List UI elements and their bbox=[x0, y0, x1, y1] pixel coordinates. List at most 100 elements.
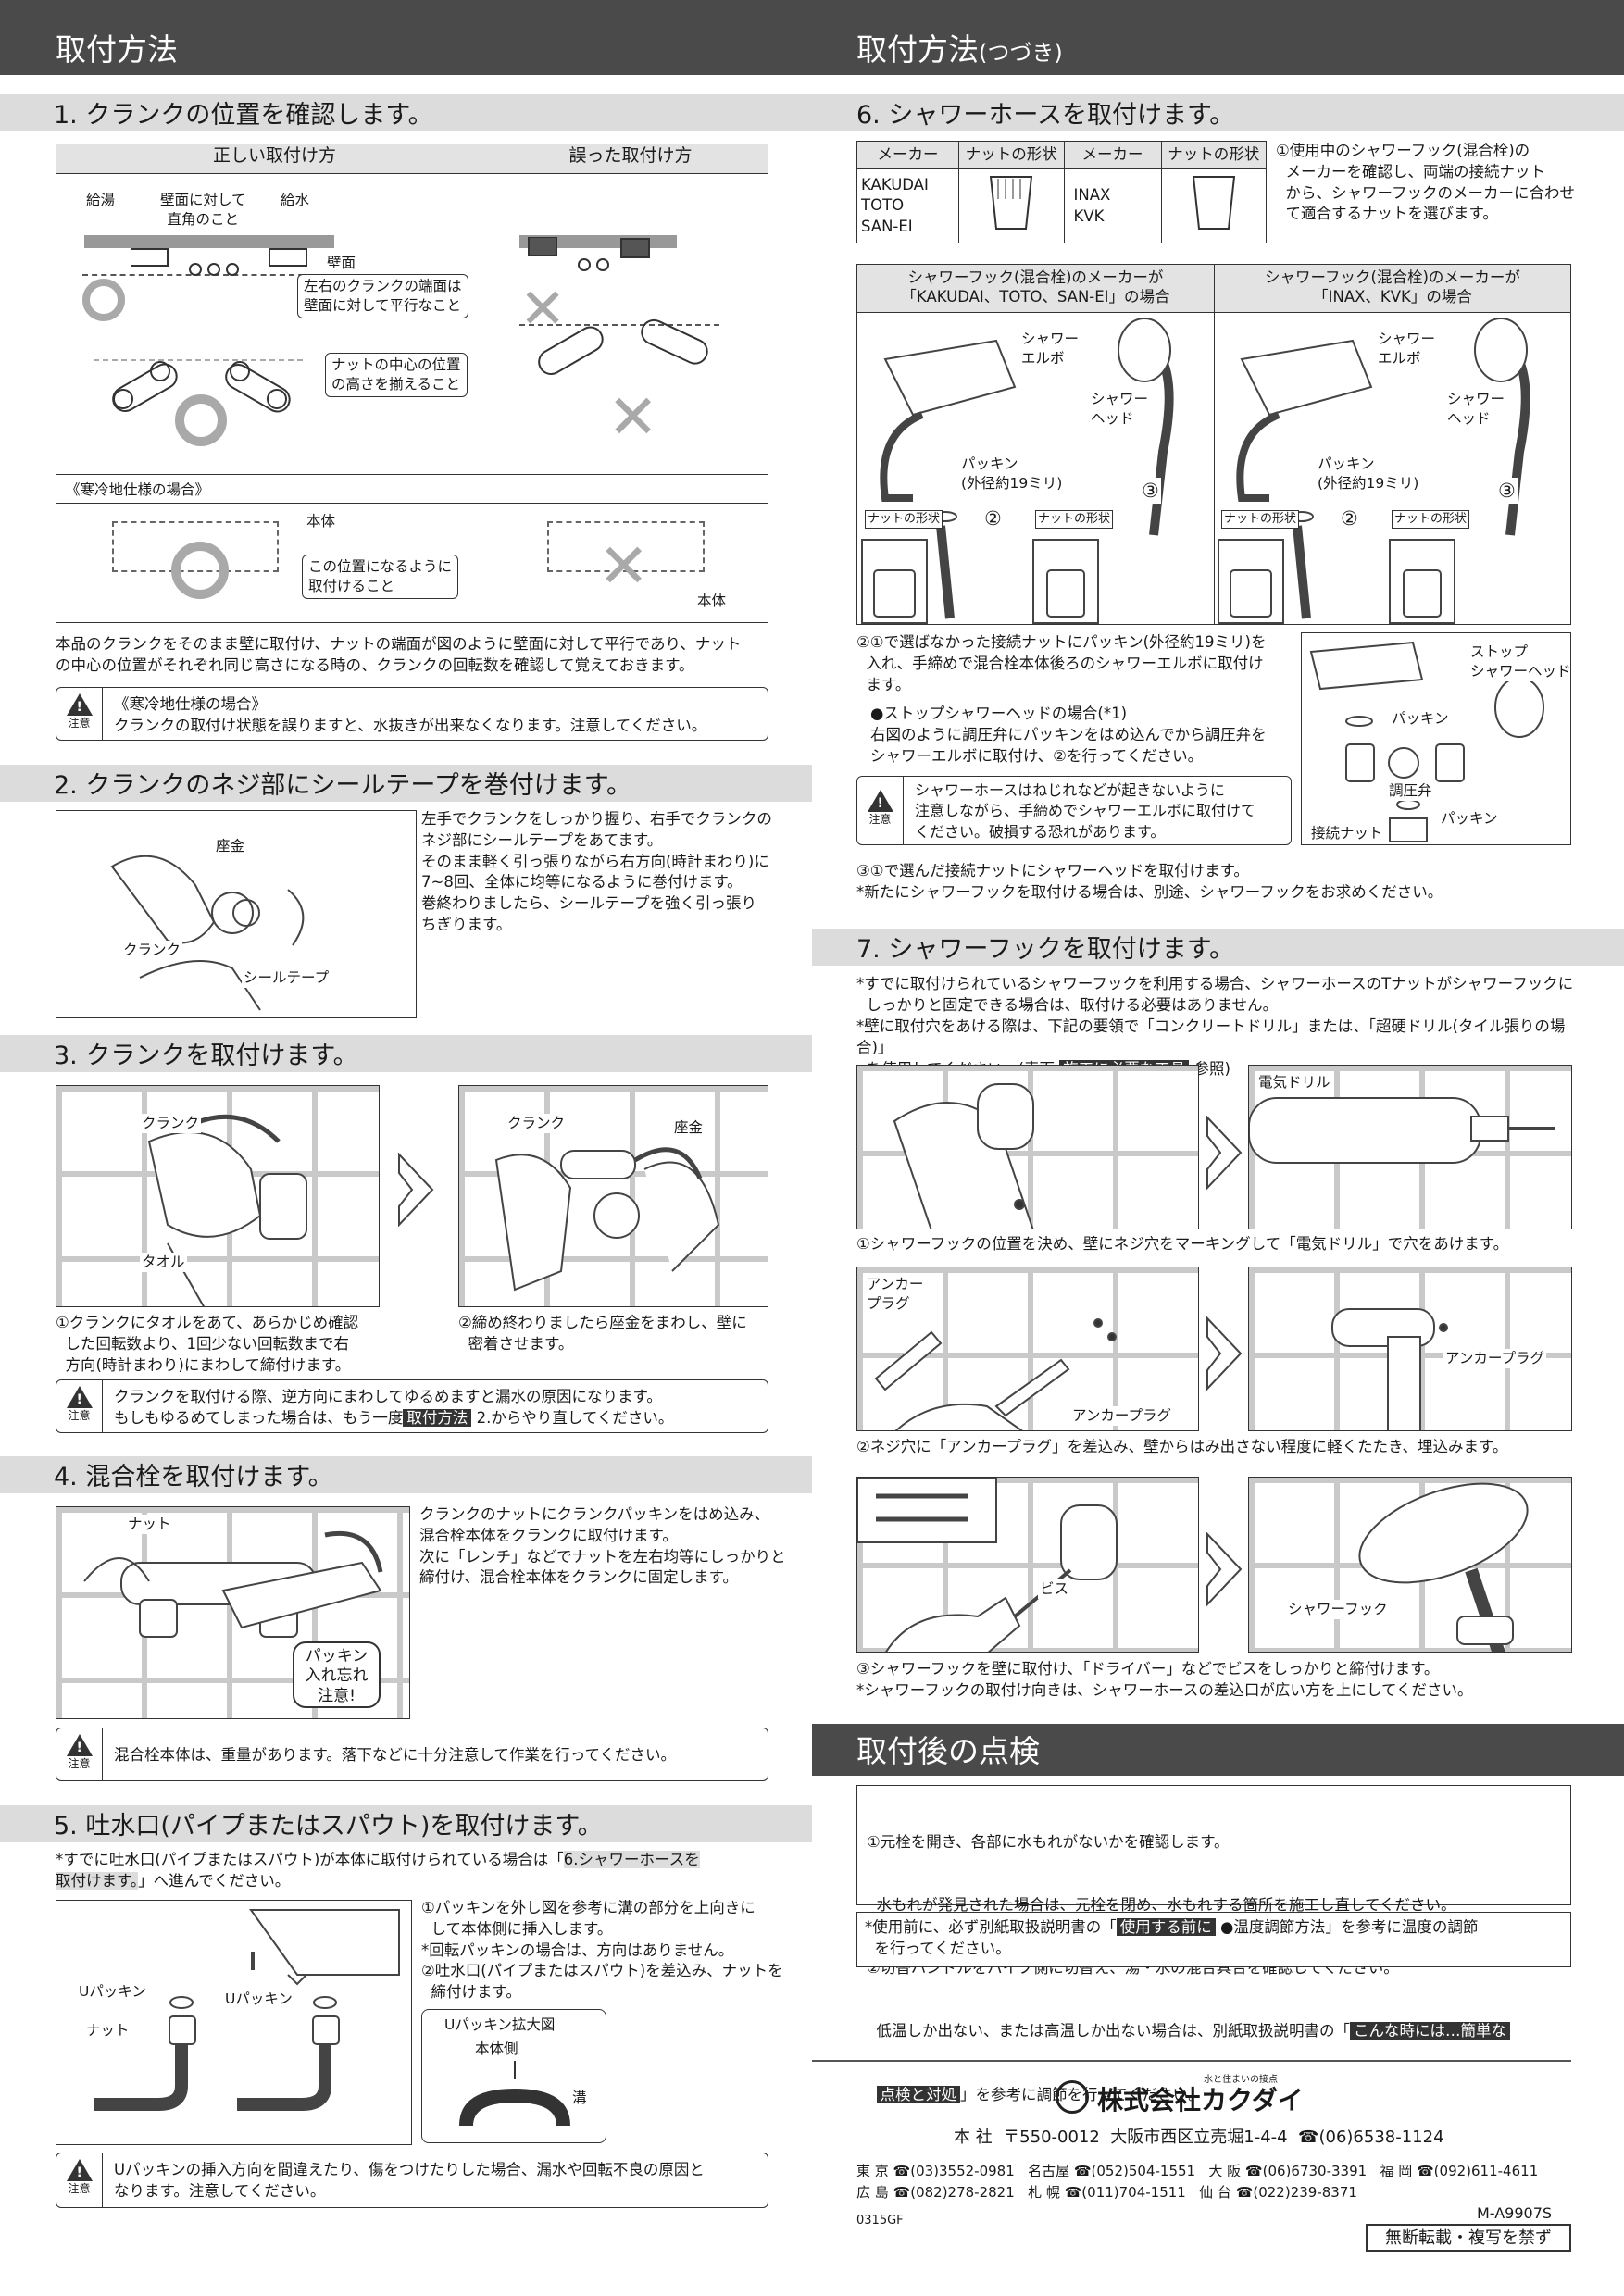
crank-step-2-caption: ②締め終わりましたら座金をまわし、壁に 密着させます。 bbox=[458, 1314, 747, 1353]
step-2-marker: ② bbox=[982, 505, 1004, 532]
hook-step-3-caption: ③シャワーフックを壁に取付け、「ドライバー」などでビスをしっかりと締付けます。 … bbox=[856, 1660, 1473, 1699]
shower-elbow-label: シャワー エルボ bbox=[1019, 330, 1081, 368]
drill-hole-figure: 電気ドリル bbox=[1248, 1065, 1572, 1229]
caution-cold-region: 注意 《寒冷地仕様の場合》 クランクの取付け状態を誤りますと、水抜きが出来なくな… bbox=[56, 687, 768, 741]
nut-maker-table: メーカーナットの形状メーカーナットの形状 KAKUDAI TOTO SAN-EI… bbox=[856, 141, 1267, 243]
wall-label: 壁面 bbox=[325, 254, 358, 273]
nut-shape-icon bbox=[1192, 176, 1235, 231]
insert-anchor-figure: アンカー プラグ アンカープラグ bbox=[856, 1267, 1199, 1431]
section-6-step-2: ②①で選ばなかった接続ナットにパッキン(外径約19ミリ)を 入れ、手締めで混合栓… bbox=[856, 633, 1267, 693]
section-1-description: 本品のクランクをそのまま壁に取付け、ナットの端面が図のように壁面に対して平行であ… bbox=[56, 635, 742, 674]
next-arrow bbox=[398, 1153, 434, 1227]
correct-mark bbox=[175, 394, 227, 446]
table-header: メーカー bbox=[1063, 141, 1162, 169]
ref-troubleshooting: こんな時には…簡単な bbox=[1350, 2022, 1510, 2040]
crank-install-figure-2: クランク 座金 bbox=[458, 1085, 768, 1307]
shower-hose-figure: シャワーフック(混合栓)のメーカーが 「KAKUDAI、TOTO、SAN-EI」… bbox=[856, 264, 1571, 625]
washer-label: 座金 bbox=[214, 837, 247, 856]
print-code: 0315GF bbox=[856, 2214, 904, 2227]
post-install-check-title: 取付後の点検 bbox=[812, 1724, 1624, 1776]
packing-label: パッキン (外径約19ミリ) bbox=[1316, 455, 1421, 493]
branch-row-2: 広 島 ☎(082)278-2821 札 幌 ☎(011)704-1511 仙 … bbox=[856, 2184, 1357, 2201]
cold-label: 給水 bbox=[279, 191, 312, 210]
crank-label: クランク bbox=[140, 1114, 202, 1133]
connect-nut-label: 接続ナット bbox=[1309, 824, 1385, 843]
section-4-title: 4. 混合栓を取付けます。 bbox=[0, 1456, 812, 1493]
maker-cell: INAX KVK bbox=[1063, 168, 1162, 243]
step-3-marker: ③ bbox=[1140, 478, 1161, 505]
drill-label: 電気ドリル bbox=[1256, 1073, 1332, 1092]
company-name: 株式会社カクダイ bbox=[1097, 2085, 1304, 2115]
towel-label: タオル bbox=[140, 1253, 187, 1272]
shower-head-label: シャワー ヘッド bbox=[1089, 390, 1151, 429]
section-7-preface-1: *すでに取付けられているシャワーフックを利用する場合、シャワーホースのTナットが… bbox=[856, 975, 1574, 1014]
section-5-preface: *すでに吐水口(パイプまたはスパウト)が本体に取付けられている場合は「6.シャワ… bbox=[56, 1851, 700, 1890]
zoom-title: Uパッキン拡大図 bbox=[443, 2015, 557, 2035]
ref-troubleshooting: 点検と対処 bbox=[876, 2085, 960, 2103]
cold-region-figure: 《寒冷地仕様の場合》 本体 この位置になるように 取付けること ✕ 本体 bbox=[56, 475, 768, 623]
section-1-title: 1. クランクの位置を確認します。 bbox=[0, 94, 812, 131]
section-3-title: 3. クランクを取付けます。 bbox=[0, 1035, 812, 1072]
groove-label: 溝 bbox=[570, 2089, 589, 2108]
section-6-intro: ①使用中のシャワーフック(混合栓)の メーカーを確認し、両端の接続ナット から、… bbox=[1276, 142, 1576, 223]
copyright-notice: 無断転載・複写を禁ず bbox=[1366, 2224, 1571, 2252]
model-number: M-A9907S bbox=[1477, 2204, 1553, 2222]
step-2-marker: ② bbox=[1339, 505, 1360, 532]
section-6-step-3: ③①で選んだ接続ナットにシャワーヘッドを取付けます。 *新たにシャワーフックを取… bbox=[856, 862, 1443, 901]
shower-elbow-label: シャワー エルボ bbox=[1376, 330, 1438, 368]
section-2-title: 2. クランクのネジ部にシールテープを巻付けます。 bbox=[0, 765, 812, 802]
perpendicular-label: 壁面に対して 直角のこと bbox=[158, 191, 248, 230]
column-a-header: シャワーフック(混合栓)のメーカーが 「KAKUDAI、TOTO、SAN-EI」… bbox=[857, 265, 1214, 313]
wrong-crank-view bbox=[519, 237, 723, 375]
cold-region-title: 《寒冷地仕様の場合》 bbox=[64, 480, 212, 500]
ref-install-method: 取付方法 bbox=[403, 1409, 472, 1428]
washer-label: 座金 bbox=[672, 1118, 706, 1138]
caution-u-packing: 注意 Uパッキンの挿入方向を間違えたり、傷をつけたりした場合、漏水や回転不良の原… bbox=[56, 2152, 768, 2208]
screw-label: ビス bbox=[1038, 1579, 1071, 1599]
packing-label: パッキン bbox=[1439, 809, 1500, 829]
hook-step-1-caption: ①シャワーフックの位置を決め、壁にネジ穴をマーキングして「電気ドリル」で穴をあけ… bbox=[856, 1235, 1509, 1253]
section-7-title: 7. シャワーフックを取付けます。 bbox=[812, 929, 1624, 966]
crank-position-figure: 正しい取付け方 誤った取付け方 給湯 給水 壁面に対して 直角のこと 壁面 左右… bbox=[56, 144, 768, 475]
company-tagline: 水と住まいの接点 bbox=[1204, 2075, 1278, 2085]
section-5-description: ①パッキンを外し図を参考に溝の部分を上向きに して本体側に挿入します。 *回転パ… bbox=[421, 1899, 783, 2002]
page-title-left: 取付方法 bbox=[0, 0, 812, 80]
spout-install-figure: Uパッキン Uパッキン ナット bbox=[56, 1900, 412, 2145]
section-2-description: 左手でクランクをしっかり握り、右手でクランクの ネジ部にシールテープをあてます。… bbox=[421, 810, 772, 933]
u-packing-zoom-figure: Uパッキン拡大図 本体側 溝 bbox=[421, 2009, 606, 2143]
crank-step-1-caption: ①クランクにタオルをあて、あらかじめ確認 した回転数より、1回少ない回転数まで右… bbox=[56, 1314, 359, 1374]
callout-position: この位置になるように 取付けること bbox=[302, 555, 459, 599]
hot-label: 給湯 bbox=[84, 191, 118, 210]
mark-hole-figure bbox=[856, 1065, 1199, 1229]
pre-use-box: *使用前に、必ず別紙取扱説明書の「使用する前に ●温度調節方法」を参考に温度の調… bbox=[856, 1912, 1571, 1967]
head-office: 本 社 〒550-0012 大阪市西区立売堀1-4-4 ☎(06)6538-11… bbox=[954, 2128, 1444, 2147]
next-arrow bbox=[1206, 1116, 1243, 1190]
section-5-title: 5. 吐水口(パイプまたはスパウト)を取付けます。 bbox=[0, 1805, 812, 1842]
correct-mark bbox=[82, 279, 125, 321]
callout-nut-height: ナットの中心の位置 の高さを揃えること bbox=[325, 353, 468, 397]
branch-row-1: 東 京 ☎(03)3552-0981 名古屋 ☎(052)504-1551 大 … bbox=[856, 2163, 1539, 2179]
incorrect-mark: ✕ bbox=[598, 530, 650, 602]
check-item-1-detail: 水もれが発見された場合は、元栓を閉め、水もれする箇所を施工し直してください。 bbox=[867, 1895, 1456, 1914]
anchor-plug-label: アンカー プラグ bbox=[865, 1275, 926, 1314]
stop-shower-title: ●ストップシャワーヘッドの場合(*1) bbox=[870, 705, 1128, 722]
caution-heavy-body: 注意 混合栓本体は、重量があります。落下などに十分注意して作業を行ってください。 bbox=[56, 1728, 768, 1781]
nut-label: ナット bbox=[84, 2021, 131, 2040]
anchor-plug-label: アンカープラグ bbox=[1070, 1406, 1173, 1426]
incorrect-mark: ✕ bbox=[607, 381, 659, 453]
body-label: 本体 bbox=[695, 592, 729, 611]
u-packing-label: Uパッキン bbox=[223, 1990, 294, 2009]
stop-shower-desc: 右図のように調圧弁にパッキンをはめ込んでから調圧弁を シャワーエルボに取付け、②… bbox=[870, 726, 1267, 765]
pressure-valve-label: 調圧弁 bbox=[1387, 781, 1434, 801]
column-b-header: シャワーフック(混合栓)のメーカーが 「INAX、KVK」の場合 bbox=[1214, 265, 1570, 313]
crank-side-view bbox=[94, 359, 306, 413]
page-title-right: 取付方法(つづき) bbox=[812, 0, 1624, 80]
caution-crank-direction: 注意 クランクを取付ける際、逆方向にまわしてゆるめますと漏水の原因になります。も… bbox=[56, 1379, 768, 1433]
packing-reminder-bubble: パッキン 入れ忘れ 注意! bbox=[293, 1641, 381, 1708]
body-side-label: 本体側 bbox=[473, 2040, 520, 2059]
crank-top-view bbox=[131, 248, 307, 276]
ref-before-use: 使用する前に bbox=[1116, 1918, 1216, 1936]
step-3-marker: ③ bbox=[1496, 478, 1518, 505]
mixer-install-figure: ナット パッキン 入れ忘れ 注意! bbox=[56, 1506, 410, 1719]
body-label: 本体 bbox=[305, 512, 338, 531]
